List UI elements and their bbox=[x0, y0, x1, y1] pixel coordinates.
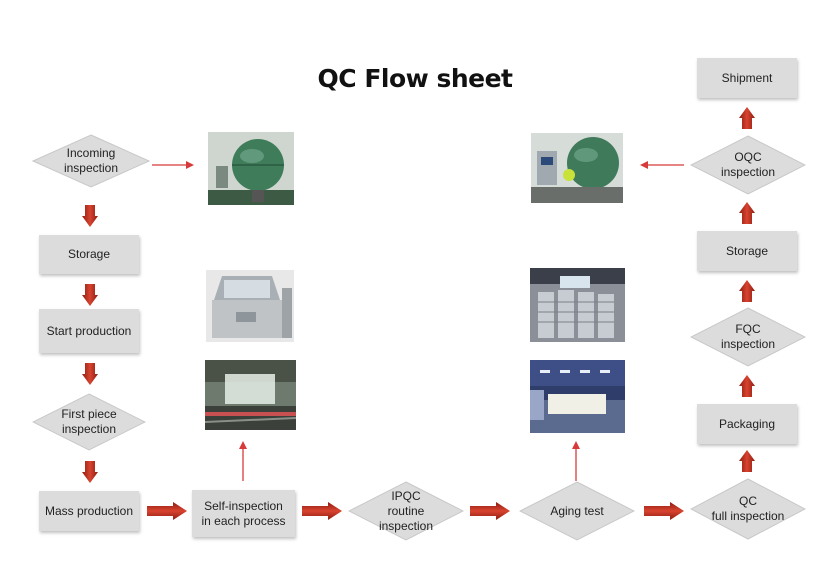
up-arrow-2 bbox=[739, 375, 755, 397]
thin-arrow-aging-to-photo bbox=[572, 441, 580, 481]
page-title: QC Flow sheet bbox=[317, 64, 513, 93]
down-arrow-4 bbox=[82, 461, 98, 483]
storage-left-label: Storage bbox=[67, 247, 111, 261]
photo-test-chamber bbox=[206, 270, 294, 342]
incoming-line2: inspection bbox=[63, 161, 119, 175]
up-arrow-4 bbox=[739, 202, 755, 224]
photo-aging-racks bbox=[530, 268, 625, 342]
down-arrow-1 bbox=[82, 205, 98, 227]
mass-production-label: Mass production bbox=[44, 503, 134, 518]
right-arrow-3 bbox=[470, 502, 510, 520]
fqc-line1: FQC bbox=[735, 322, 761, 336]
up-arrow-5 bbox=[739, 107, 755, 129]
self-inspection-line2: in each process bbox=[201, 513, 286, 528]
fqc-line2: inspection bbox=[720, 337, 776, 351]
first-piece-line2: inspection bbox=[61, 422, 117, 436]
ipqc-line3: inspection bbox=[378, 518, 434, 533]
aging-test-label: Aging test bbox=[550, 503, 604, 518]
start-production-label: Start production bbox=[46, 323, 132, 338]
right-arrow-2 bbox=[302, 502, 342, 520]
down-arrow-2 bbox=[82, 284, 98, 306]
mass-production-box: Mass production bbox=[39, 491, 139, 531]
up-arrow-1 bbox=[739, 450, 755, 472]
packaging-label: Packaging bbox=[718, 416, 776, 431]
ipqc-line2: routine bbox=[387, 503, 425, 518]
oqc-line1: OQC bbox=[734, 150, 762, 164]
photo-production-line bbox=[205, 360, 296, 430]
storage-right-label: Storage bbox=[725, 243, 769, 258]
thin-arrow-oqc-to-photo bbox=[640, 161, 684, 169]
right-arrow-1 bbox=[147, 502, 187, 520]
thin-arrow-self-to-photo bbox=[239, 441, 247, 481]
qc-full-line2: full inspection bbox=[711, 509, 785, 523]
packaging-box: Packaging bbox=[697, 404, 797, 444]
first-piece-line1: First piece bbox=[61, 407, 117, 421]
ipqc-line1: IPQC bbox=[391, 488, 421, 503]
oqc-line2: inspection bbox=[720, 165, 776, 179]
down-arrow-3 bbox=[82, 363, 98, 385]
photo-integrating-sphere bbox=[208, 132, 294, 205]
right-arrow-4 bbox=[644, 502, 684, 520]
qc-full-line1: QC bbox=[739, 494, 757, 508]
shipment-label: Shipment bbox=[721, 70, 773, 85]
aging-test-step: Aging test bbox=[519, 481, 635, 541]
shipment-box: Shipment bbox=[697, 58, 797, 98]
photo-aging-room bbox=[530, 360, 625, 433]
thin-arrow-incoming-to-photo bbox=[152, 161, 194, 169]
self-inspection-line1: Self-inspection bbox=[204, 498, 283, 513]
start-production-box: Start production bbox=[39, 309, 139, 353]
storage-right-box: Storage bbox=[697, 231, 797, 271]
storage-left-box: Storage bbox=[39, 235, 139, 274]
photo-oqc-testing bbox=[531, 133, 623, 203]
up-arrow-3 bbox=[739, 280, 755, 302]
incoming-line1: Incoming bbox=[66, 146, 116, 160]
